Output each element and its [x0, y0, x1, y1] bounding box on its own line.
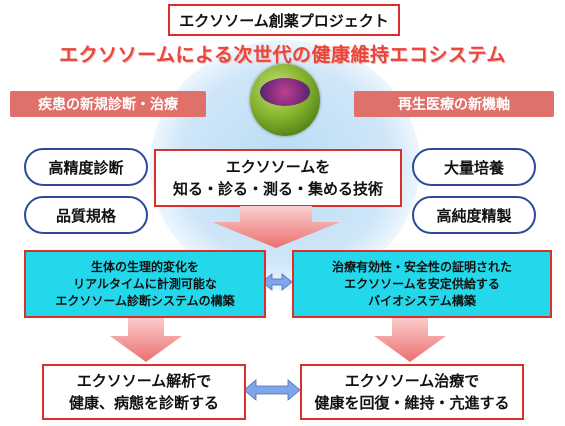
outcome-therapy-line-1: エクソソーム治療で: [344, 372, 480, 390]
biosystem-line-3: バイオシステム構築: [368, 293, 476, 308]
diagnosis-system-line-2: リアルタイムに計測可能な: [73, 276, 217, 291]
oval-high-precision-diagnosis: 高精度診断: [24, 148, 148, 186]
outcome-diagnosis-line-2: 健康、病態を診断する: [68, 394, 219, 412]
outcome-diagnosis-box: エクソソーム解析で 健康、病態を診断する: [42, 364, 246, 420]
double-arrow-middle: [261, 273, 293, 291]
biosystem-box: 治療有効性・安全性の証明された エクソソームを安定供給する バイオシステム構築: [292, 250, 552, 318]
outcome-therapy-line-2: 健康を回復・維持・亢進する: [314, 394, 510, 412]
biosystem-line-2: エクソソームを安定供給する: [344, 276, 500, 291]
outcome-diagnosis-line-1: エクソソーム解析で: [76, 372, 212, 390]
theme-regenerative-label: 再生医療の新機軸: [354, 91, 554, 117]
diagnosis-system-line-3: エクソソーム診断システムの構築: [55, 293, 235, 308]
down-arrow-right: [374, 316, 446, 362]
core-technology-line-1: エクソソームを: [225, 158, 331, 176]
diagnosis-system-line-1: 生体の生理的変化を: [90, 259, 199, 274]
oval-high-purity-purification: 高純度精製: [412, 196, 536, 234]
down-arrow-center: [212, 206, 340, 248]
main-heading: エクソソームによる次世代の健康維持エコシステム: [59, 43, 506, 66]
outcome-therapy-box: エクソソーム治療で 健康を回復・維持・亢進する: [300, 364, 524, 420]
double-arrow-bottom: [243, 379, 301, 401]
biosystem-line-1: 治療有効性・安全性の証明された: [331, 259, 512, 274]
core-technology-line-2: 知る・診る・測る・集める技術: [172, 180, 383, 198]
oval-mass-culture: 大量培養: [412, 148, 536, 186]
oval-quality-standards: 品質規格: [24, 196, 148, 234]
cell-nucleus-illustration: [260, 78, 310, 106]
diagnosis-system-box: 生体の生理的変化を リアルタイムに計測可能な エクソソーム診断システムの構築: [24, 250, 266, 318]
project-title: エクソソーム創薬プロジェクト: [168, 4, 400, 36]
theme-diagnosis-label: 疾患の新規診断・治療: [10, 91, 206, 117]
core-technology-box: エクソソームを 知る・診る・測る・集める技術: [154, 149, 402, 207]
down-arrow-left: [110, 316, 182, 362]
